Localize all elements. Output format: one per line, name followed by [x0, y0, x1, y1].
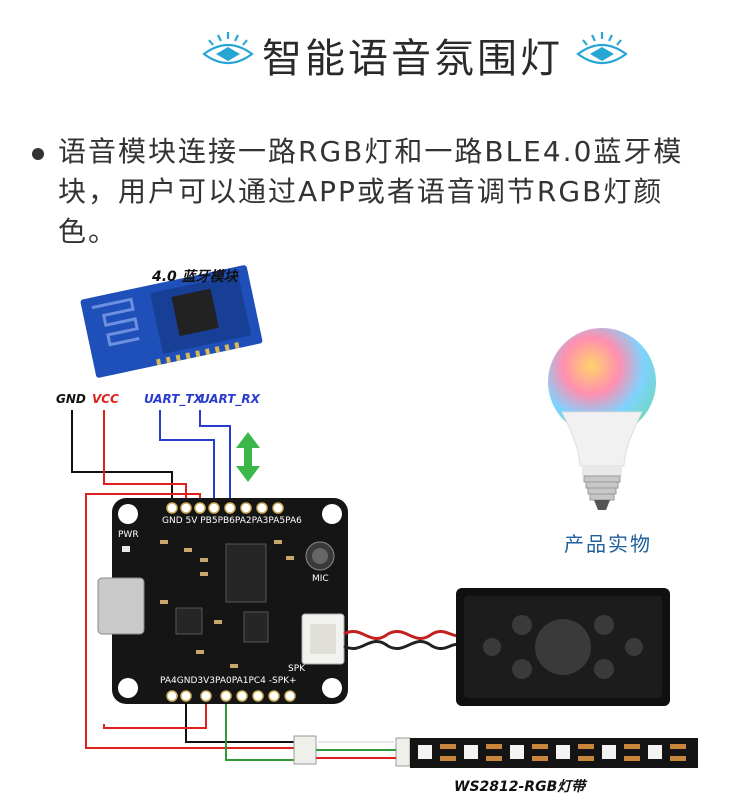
strip-gnd-wire: [185, 700, 296, 743]
board-bottom-pin-labels: PA4GND3V3PA0PA1PC4 -SPK+: [160, 676, 297, 686]
spk-label: SPK: [288, 664, 306, 674]
board-top-pin-labels: GND 5V PB5PB6PA2PA3PA5PA6: [162, 516, 302, 526]
uart-rx-wire: [199, 410, 231, 506]
uart-tx-label: UART_TX: [144, 392, 203, 406]
voice-module-board: [97, 498, 348, 704]
rgb-bulb: [548, 328, 656, 510]
eye-deco-icon: [576, 32, 628, 65]
strip-data-wire: [225, 700, 296, 761]
page-title: 智能语音氛围灯: [262, 36, 563, 82]
ble-module-label: 4.0 蓝牙模块: [152, 269, 238, 285]
gnd-wire: [71, 410, 173, 506]
uart-tx-wire: [159, 410, 215, 506]
vcc-wire: [103, 410, 187, 506]
double-arrow-icon: [236, 432, 260, 482]
strip-vcc-wire: [103, 700, 207, 729]
vcc-label: VCC: [92, 392, 119, 406]
eye-deco-icon: [202, 32, 254, 65]
uart-rx-label: UART_RX: [200, 392, 260, 406]
ws2812-led-strip: [410, 738, 698, 768]
gnd-label: GND: [56, 392, 86, 406]
description-text: 语音模块连接一路RGB灯和一路BLE4.0蓝牙模块，用户可以通过APP或者语音调…: [58, 135, 684, 248]
led-strip-label: WS2812-RGB灯带: [454, 779, 586, 795]
speaker-wires: [343, 629, 463, 651]
speaker: [456, 588, 670, 706]
bullet-icon: [32, 148, 44, 160]
mic-label: MIC: [312, 574, 329, 584]
header: 智能语音氛围灯: [0, 18, 750, 82]
product-caption: 产品实物: [564, 532, 652, 556]
pwr-label: PWR: [118, 530, 139, 540]
strip-connector: [293, 735, 411, 767]
ble-module: [80, 265, 263, 378]
